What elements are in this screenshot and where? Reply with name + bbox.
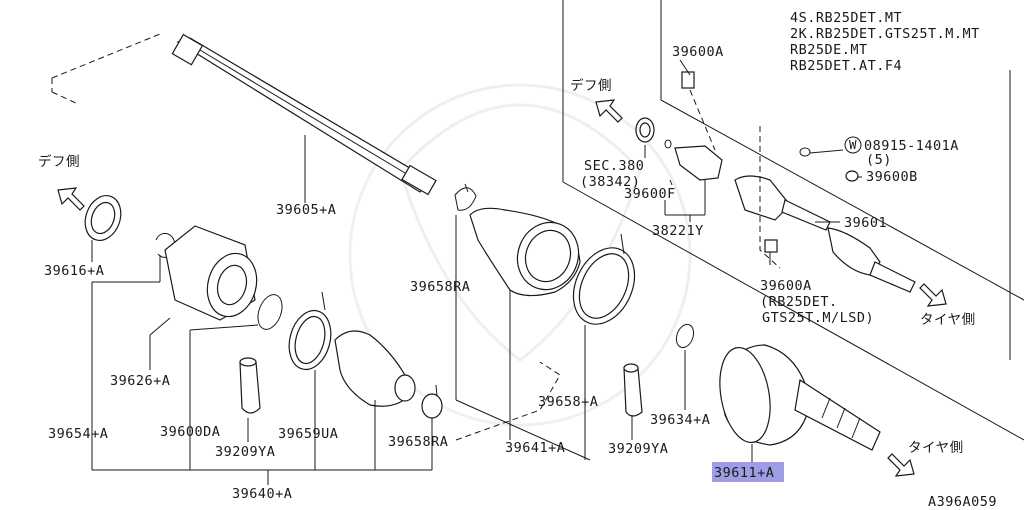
label-tire-lower: タイヤ側 xyxy=(908,440,964,456)
frame-lines xyxy=(562,0,1024,441)
label-tire-upper: タイヤ側 xyxy=(920,312,976,328)
washer-symbol xyxy=(844,136,862,154)
label-08915-qty: (5) xyxy=(866,152,892,168)
label-diff-right: デフ側 xyxy=(570,77,612,94)
label-39611A[interactable]: 39611+A xyxy=(714,465,774,481)
label-08915[interactable]: 08915-1401A xyxy=(864,138,959,154)
label-39601[interactable]: 39601 xyxy=(844,215,887,231)
highlight-39611 xyxy=(712,462,784,482)
arrow-left-icon xyxy=(57,187,85,211)
label-39658A[interactable]: 39658+A xyxy=(538,394,598,410)
labels: 4S.RB25DET.MT 2K.RB25DET.GTS25T.M.MT RB2… xyxy=(38,10,997,510)
outer-joint-39611 xyxy=(719,344,881,451)
axle-shaft-39605 xyxy=(51,33,437,196)
label-39600B[interactable]: 39600B xyxy=(866,169,918,185)
middle-assembly xyxy=(454,183,695,441)
label-39658RA-lower[interactable]: 39658RA xyxy=(388,434,448,450)
label-39641A[interactable]: 39641+A xyxy=(505,440,565,456)
model-note-1: 4S.RB25DET.MT xyxy=(790,10,902,26)
label-39209YA-left[interactable]: 39209YA xyxy=(215,444,275,460)
label-note-line1: (RB25DET. xyxy=(760,294,838,310)
arrow-downright-icon-lower xyxy=(887,453,915,477)
label-39654A[interactable]: 39654+A xyxy=(48,426,108,442)
left-assembly xyxy=(84,195,443,419)
label-39634A[interactable]: 39634+A xyxy=(650,412,710,428)
direction-arrows xyxy=(57,99,947,477)
label-39616A[interactable]: 39616+A xyxy=(44,263,104,279)
label-39209YA-mid[interactable]: 39209YA xyxy=(608,441,668,457)
arrow-upleft-icon xyxy=(595,99,623,123)
model-note-3: RB25DE.MT xyxy=(790,42,868,58)
label-39600F[interactable]: 39600F xyxy=(624,186,676,202)
label-39626A[interactable]: 39626+A xyxy=(110,373,170,389)
label-39659UA[interactable]: 39659UA xyxy=(278,426,338,442)
label-39600A-bottom[interactable]: 39600A xyxy=(760,278,812,294)
model-note-4: RB25DET.AT.F4 xyxy=(790,58,902,74)
arrow-downright-icon-upper xyxy=(919,283,947,307)
washer-letter: W xyxy=(849,137,857,152)
label-39600A-top[interactable]: 39600A xyxy=(672,44,724,60)
figure-code: A396A059 xyxy=(928,494,997,510)
label-39640A[interactable]: 39640+A xyxy=(232,486,292,502)
label-sec380[interactable]: SEC.380 xyxy=(584,158,644,174)
label-sec380-ref: (38342) xyxy=(580,174,640,190)
label-39600DA[interactable]: 39600DA xyxy=(160,424,220,440)
label-diff-left: デフ側 xyxy=(38,153,80,170)
leader-lines xyxy=(91,59,862,485)
label-38221Y[interactable]: 38221Y xyxy=(652,223,704,239)
label-note-line2: GTS25T.M/LSD) xyxy=(762,310,874,326)
label-39605A[interactable]: 39605+A xyxy=(276,202,336,218)
model-note-2: 2K.RB25DET.GTS25T.M.MT xyxy=(790,26,980,42)
label-39658RA-upper[interactable]: 39658RA xyxy=(410,279,470,295)
upper-right-assembly xyxy=(635,71,916,293)
